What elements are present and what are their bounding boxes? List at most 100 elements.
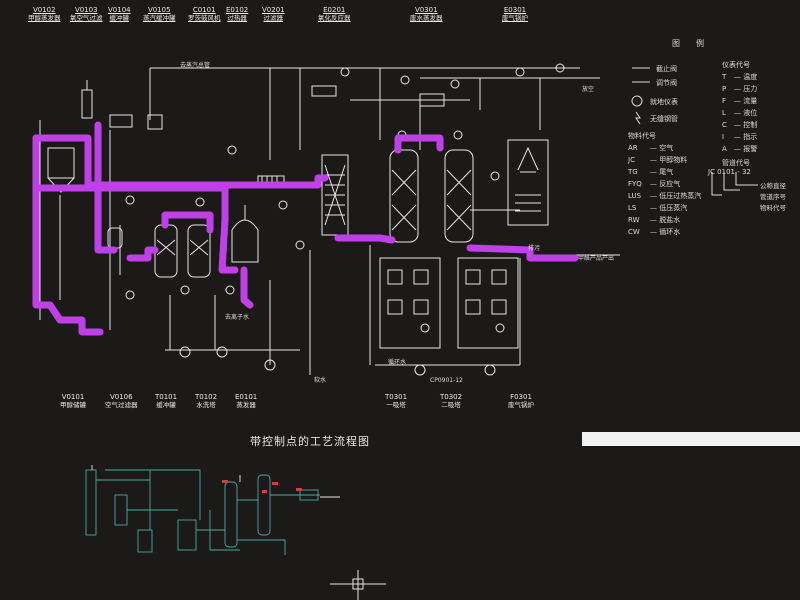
label-product: 甲醛产品产出 [578, 255, 615, 262]
legend-material-4: LUS— 低压过热蒸汽 [628, 192, 702, 200]
pump-5 [484, 364, 496, 376]
instrument-code: I [722, 133, 725, 141]
vent-stack [81, 89, 93, 119]
absorber-t0301 [389, 149, 419, 243]
pump-2 [216, 346, 228, 358]
instrument-code: C [722, 121, 727, 129]
instrument-desc: 报警 [743, 145, 758, 153]
material-code: FYQ [628, 180, 642, 188]
absorber-t0302 [444, 149, 474, 243]
legend-pipe-part-0: 公称直径 [760, 182, 786, 190]
material-desc: 尾气 [659, 168, 674, 176]
material-code: JC [628, 156, 635, 164]
instrument-desc: 压力 [743, 85, 758, 93]
legend-symbol-3: 无缝钢管 [650, 115, 678, 123]
instrument-code: P [722, 85, 727, 93]
highlighted-flow-path [32, 121, 579, 336]
legend-header: 图 例 [672, 39, 704, 48]
reactor-e0201 [321, 154, 349, 236]
label-exhaust: 放空 [582, 86, 595, 93]
legend-material-0: AR— 空气 [628, 144, 674, 152]
legend-material-6: RW— 脱盐水 [628, 216, 681, 224]
instrument-desc: 控制 [743, 121, 758, 129]
instrument-desc: 指示 [743, 133, 758, 141]
material-desc: 脱盐水 [659, 216, 681, 224]
label-drain: 排污 [528, 245, 541, 252]
legend-material-1: JC— 甲醇物料 [628, 156, 688, 164]
legend-material-header: 物料代号 [628, 132, 656, 140]
material-code: LS [628, 204, 637, 212]
legend-instrument-5: I— 指示 [722, 133, 758, 141]
legend-material-3: FYQ— 反应气 [628, 180, 681, 188]
material-code: TG [628, 168, 638, 176]
material-desc: 空气 [659, 144, 674, 152]
small-schematic-white [91, 465, 340, 498]
legend-instrument-6: A— 报警 [722, 145, 758, 153]
label-steam-main: 去蒸汽总管 [180, 62, 211, 69]
pump-4 [414, 364, 426, 376]
legend-symbol-2: 就地仪表 [650, 98, 678, 106]
instrument-desc: 流量 [743, 97, 758, 105]
material-desc: 甲醇物料 [659, 156, 688, 164]
material-desc: 低压过热蒸汽 [659, 192, 702, 200]
legend-instrument-0: T— 温度 [722, 73, 758, 81]
pump-1 [179, 346, 191, 358]
instrument-desc: 液位 [743, 109, 758, 117]
crosshair-cursor [330, 570, 386, 600]
legend-instrument-3: L— 液位 [722, 109, 758, 117]
instrument-desc: 温度 [743, 73, 758, 81]
material-code: CW [628, 228, 640, 236]
instrument-code: L [722, 109, 726, 117]
exchanger-block-left [379, 257, 441, 349]
legend-instrument-2: F— 流量 [722, 97, 758, 105]
instrument-code: F [722, 97, 727, 105]
exchanger-block-right [457, 257, 519, 349]
vessel-v0103 [109, 114, 133, 128]
material-desc: 低压蒸汽 [659, 204, 688, 212]
material-code: LUS [628, 192, 642, 200]
legend-pipe-part-2: 物料代号 [760, 204, 786, 212]
legend-instrument-1: P— 压力 [722, 85, 758, 93]
evaporator-e0101 [231, 219, 259, 263]
label-circulating-water: 循环水 [388, 359, 407, 366]
instrument-code: T [722, 73, 727, 81]
vessel-v0301 [419, 93, 445, 107]
boiler-f0301 [507, 139, 549, 226]
legend-pipe-example: JC 0101 - 32 [708, 168, 751, 176]
legend-graphics [631, 67, 758, 196]
legend-material-7: CW— 循环水 [628, 228, 681, 236]
material-desc: 反应气 [659, 180, 681, 188]
legend-symbol-0: 截止阀 [656, 65, 677, 73]
instrument-code: A [722, 145, 727, 153]
column-t0102 [187, 224, 211, 278]
valve-station [311, 85, 337, 97]
small-schematic [85, 469, 320, 555]
legend-material-5: LS— 低压蒸汽 [628, 204, 688, 212]
legend-pipe-header: 管道代号 [722, 159, 750, 167]
material-code: RW [628, 216, 640, 224]
vessel-v0104 [147, 114, 163, 130]
material-code: AR [628, 144, 638, 152]
legend-material-2: TG— 尾气 [628, 168, 674, 176]
white-banner-overlay [582, 432, 800, 446]
legend-instrument-4: C— 控制 [722, 121, 758, 129]
diagram-title: 带控制点的工艺流程图 [250, 435, 370, 448]
legend-symbol-1: 调节阀 [656, 79, 677, 87]
